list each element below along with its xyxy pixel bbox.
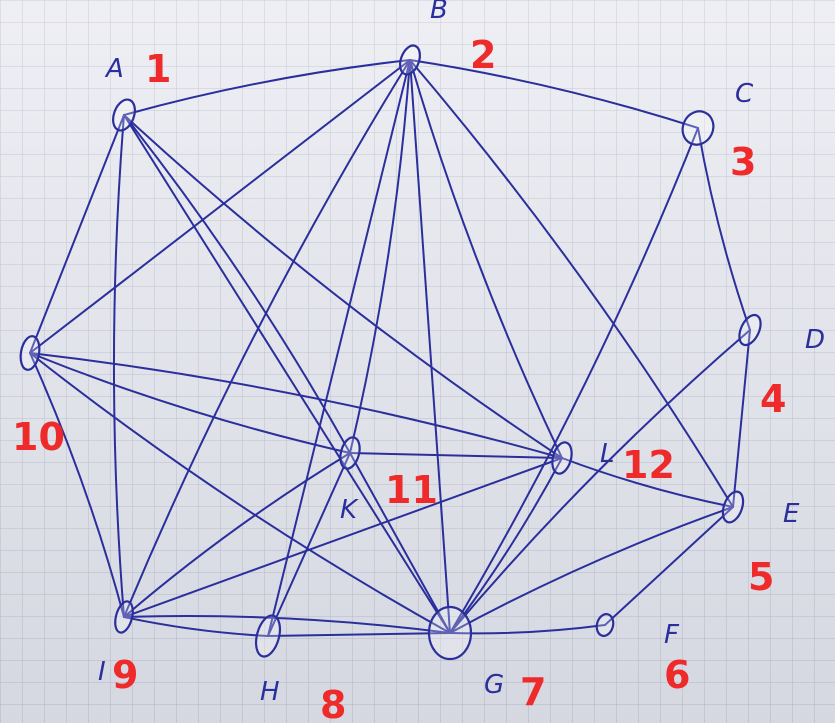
node-11	[339, 436, 361, 470]
edge-10-11	[29, 352, 351, 454]
node-letter-5: E	[783, 499, 800, 529]
edge-1-12	[123, 114, 563, 459]
node-letter-9: I	[98, 657, 106, 687]
node-letter-1: A	[104, 54, 124, 84]
edge-1-2	[123, 59, 411, 116]
edge-2-8	[267, 59, 411, 637]
edge-7-9	[123, 615, 451, 634]
node-letter-7: G	[484, 670, 504, 700]
node-number-3: 3	[730, 140, 756, 184]
edge-2-10	[29, 59, 411, 354]
edge-5-12	[561, 457, 734, 508]
node-8	[254, 614, 282, 658]
node-2	[399, 44, 421, 76]
node-letter-12: L	[600, 439, 615, 469]
node-number-2: 2	[470, 33, 496, 77]
edge-3-4	[697, 127, 751, 331]
node-number-5: 5	[748, 555, 774, 599]
edge-9-12	[123, 457, 563, 618]
node-letter-2: B	[430, 0, 448, 25]
node-7	[427, 605, 473, 661]
node-number-10: 10	[12, 415, 65, 459]
edge-4-7	[449, 329, 751, 634]
edge-4-5	[732, 329, 751, 508]
node-1	[112, 98, 136, 132]
node-number-4: 4	[760, 377, 786, 421]
edge-8-11	[267, 452, 351, 637]
node-number-7: 7	[520, 670, 546, 714]
node-number-8: 8	[320, 683, 346, 723]
edges-layer	[29, 59, 751, 637]
node-number-12: 12	[622, 443, 675, 487]
edge-1-11	[123, 114, 351, 454]
node-number-9: 9	[112, 653, 138, 697]
edge-2-7	[409, 59, 451, 634]
node-4	[738, 313, 762, 347]
edge-7-12	[449, 457, 563, 634]
edge-6-7	[449, 624, 606, 635]
edge-8-9	[123, 616, 269, 637]
node-letter-3: C	[735, 79, 754, 109]
node-letter-4: D	[805, 325, 825, 355]
edge-2-9	[123, 59, 411, 618]
edge-9-11	[123, 452, 351, 618]
edge-7-10	[29, 352, 451, 634]
node-number-6: 6	[664, 653, 690, 697]
edge-5-6	[604, 506, 734, 626]
edge-3-7	[449, 127, 699, 634]
edge-1-7	[123, 114, 451, 634]
node-number-11: 11	[385, 468, 438, 512]
edge-2-11	[349, 59, 411, 454]
edge-10-12	[29, 352, 563, 459]
node-letter-11: K	[340, 495, 359, 525]
nodes-layer	[19, 44, 762, 661]
edge-11-12	[349, 452, 563, 459]
node-letter-8: H	[260, 677, 280, 707]
node-6	[595, 613, 615, 637]
node-letter-6: F	[664, 620, 680, 650]
edge-2-5	[409, 59, 734, 508]
edge-2-12	[409, 59, 563, 459]
node-12	[551, 441, 573, 475]
node-9	[114, 600, 134, 634]
edge-9-10	[29, 352, 125, 618]
edge-1-10	[29, 114, 125, 354]
edge-5-7	[449, 506, 734, 634]
node-number-1: 1	[145, 47, 171, 91]
node-10	[19, 335, 41, 371]
edge-1-9	[112, 114, 125, 618]
node-3	[681, 110, 715, 146]
node-5	[721, 490, 745, 524]
edge-2-3	[409, 59, 699, 129]
